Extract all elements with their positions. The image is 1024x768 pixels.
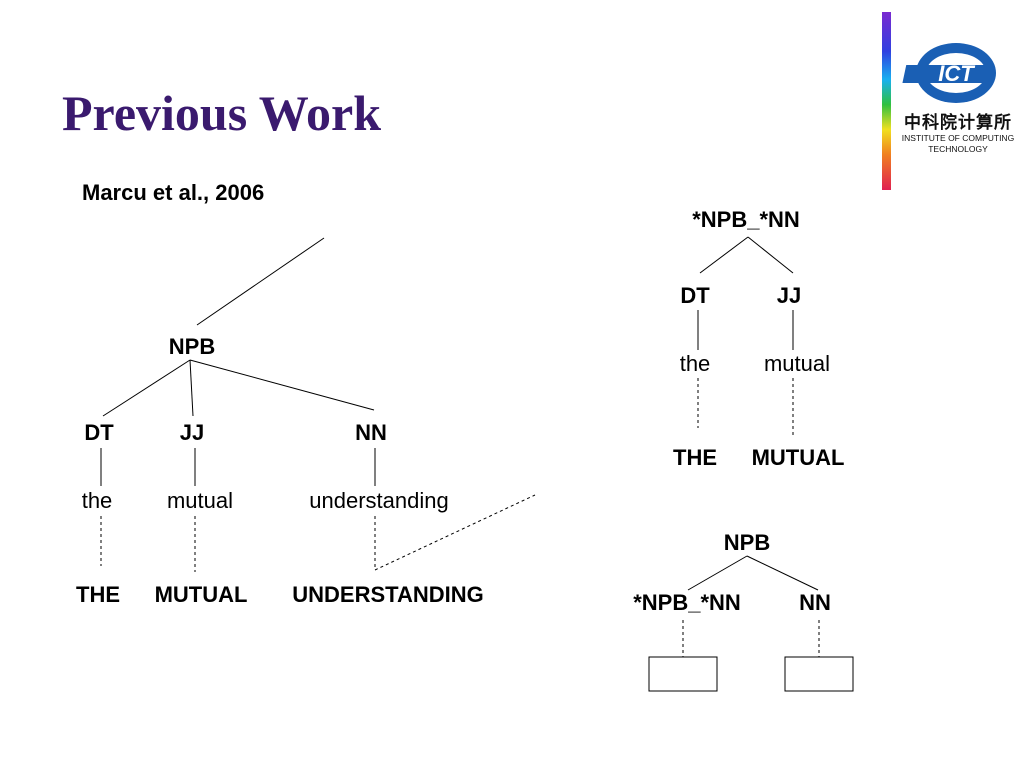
main-edge-npb-jj: [189, 359, 194, 417]
rule1-word-the: the: [680, 351, 711, 376]
rule2-target-slot-left: [648, 656, 718, 692]
main-tag-nn: NN: [355, 420, 387, 445]
logo-chinese-name: 中科院计算所: [904, 113, 1012, 133]
rule2-child-npb-nn: *NPB_*NN: [633, 590, 741, 615]
main-tag-dt: DT: [84, 420, 114, 445]
main-root-npb: NPB: [169, 334, 215, 359]
main-edge-npb-nn: [189, 359, 375, 411]
rule2-root: NPB: [724, 530, 770, 555]
logo-band: [902, 65, 995, 83]
main-trans-mutual: MUTUAL: [155, 582, 248, 607]
main-trans-understanding: UNDERSTANDING: [292, 582, 483, 607]
logo-english-line1: INSTITUTE OF COMPUTING: [901, 133, 1015, 143]
main-tree: NPB DT JJ NN the mutual understanding TH…: [76, 237, 536, 607]
logo-emblem-text: ICT: [938, 61, 975, 86]
main-word-understanding: understanding: [309, 488, 448, 513]
rule2-edge-root-left: [687, 555, 748, 591]
citation: Marcu et al., 2006: [82, 180, 265, 205]
main-word-mutual: mutual: [167, 488, 233, 513]
main-edge-npb-dt: [102, 359, 191, 417]
main-edge-parent-npb: [196, 237, 325, 326]
rule2-target-slot-right: [784, 656, 854, 692]
rule1-word-mutual: mutual: [764, 351, 830, 376]
logo-english-name: INSTITUTE OF COMPUTING TECHNOLOGY: [895, 133, 1021, 155]
rule-tree-1: *NPB_*NN DT JJ the mutual THE MUTUAL: [673, 207, 844, 470]
ict-logo-icon: ICT: [902, 43, 996, 103]
rainbow-divider-bar: [882, 12, 891, 190]
slide-title: Previous Work: [62, 85, 382, 141]
rule-tree-2: NPB *NPB_*NN NN: [633, 530, 854, 692]
rule2-child-nn: NN: [799, 590, 831, 615]
main-tag-jj: JJ: [180, 420, 204, 445]
main-word-the: the: [82, 488, 113, 513]
rule1-trans-the: THE: [673, 445, 717, 470]
rule1-root: *NPB_*NN: [692, 207, 800, 232]
rule1-edge-root-jj: [747, 236, 794, 274]
rule1-tag-jj: JJ: [777, 283, 801, 308]
rule1-tag-dt: DT: [680, 283, 710, 308]
rule1-trans-mutual: MUTUAL: [752, 445, 845, 470]
logo-english-line2: TECHNOLOGY: [928, 144, 988, 154]
rule1-edge-root-dt: [699, 236, 749, 274]
main-trans-the: THE: [76, 582, 120, 607]
rule2-edge-root-right: [746, 555, 819, 591]
